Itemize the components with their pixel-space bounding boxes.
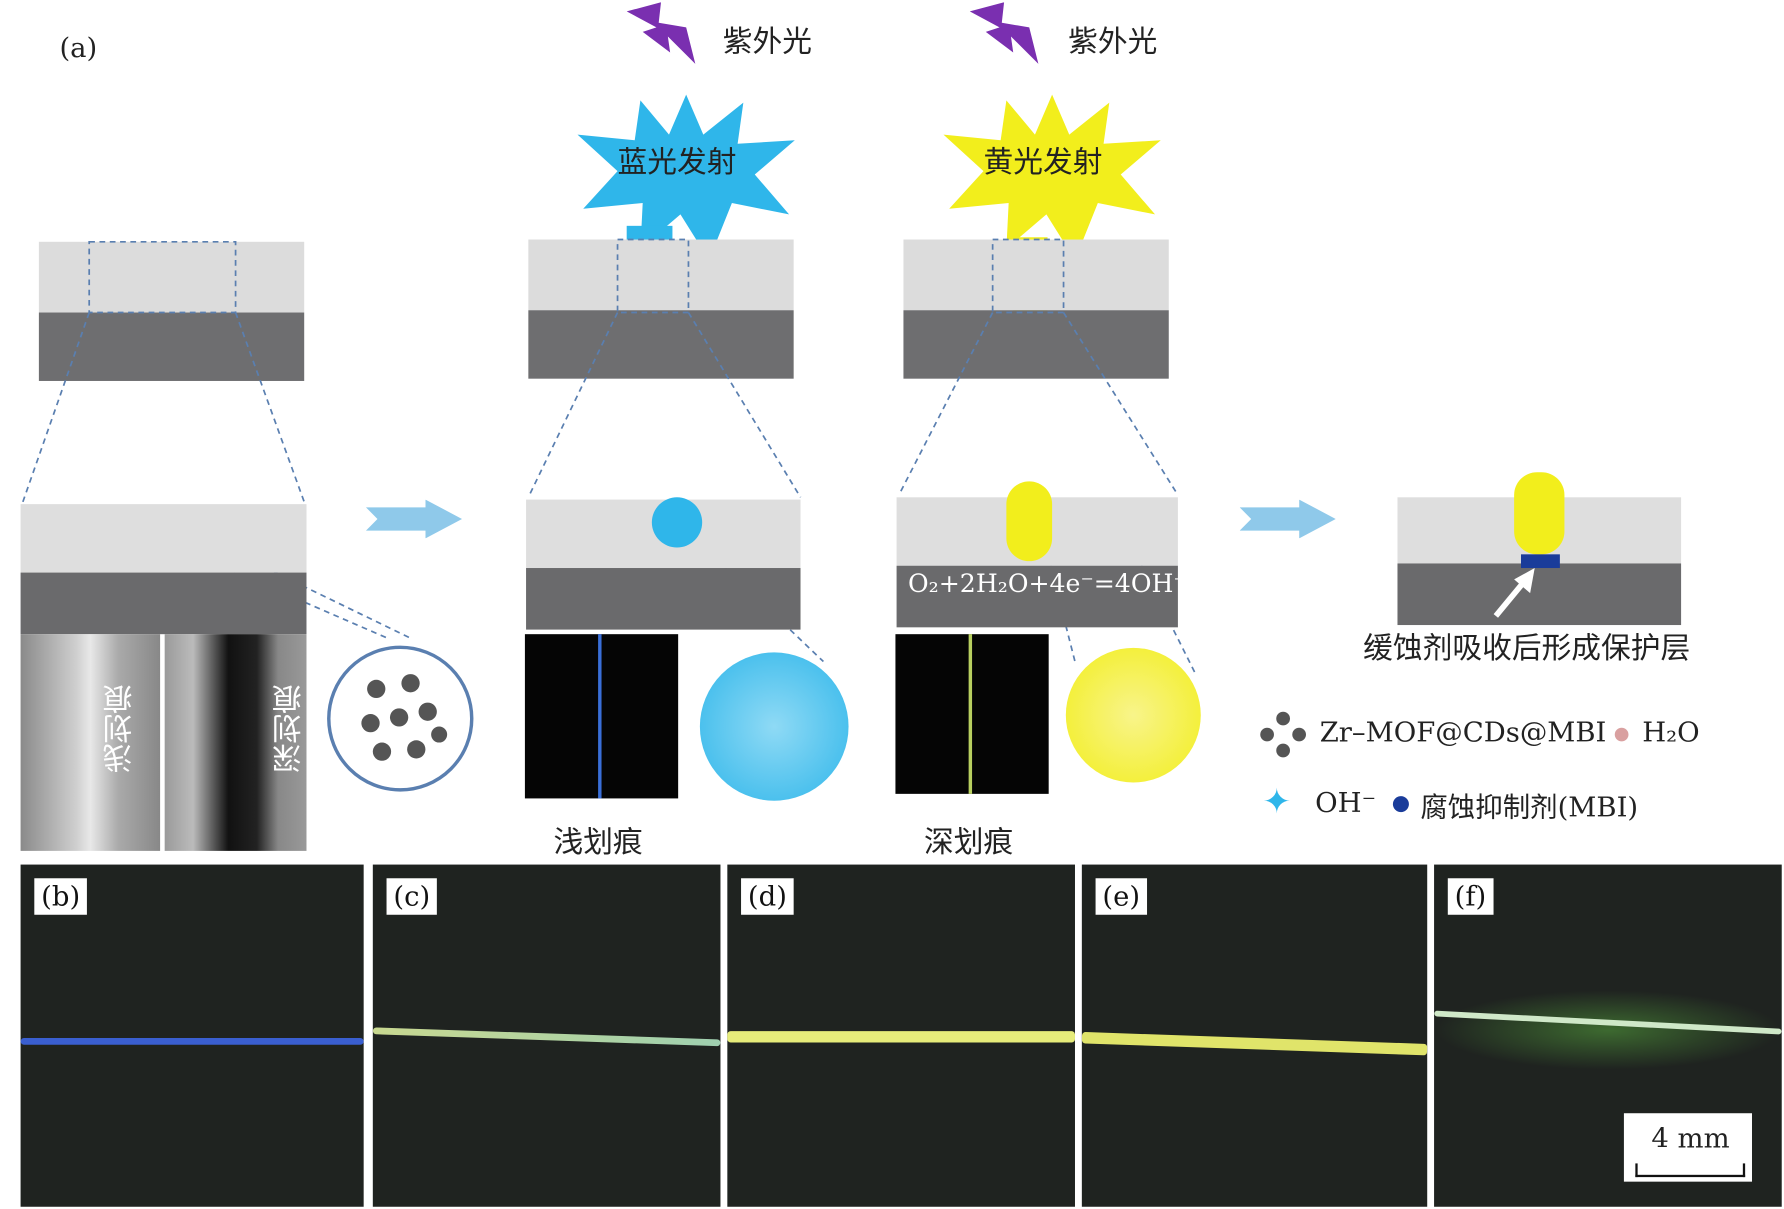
legend-mof: Zr–MOF@CDs@MBI: [1319, 716, 1607, 749]
panel-label: (f): [1447, 878, 1494, 915]
coating-block: [38, 241, 305, 313]
yellow-glow-spot: [1006, 481, 1053, 562]
shallow-scratch-vertical-label: 浅划痕: [102, 684, 138, 774]
coating-layer: [20, 504, 307, 573]
hydroxide-legend-icon: ✦: [1262, 782, 1292, 823]
metal-layer: [896, 565, 1178, 628]
mof-particle-zoom: [327, 645, 474, 792]
coating-block: [528, 239, 794, 311]
scratch-streak: [1081, 1031, 1428, 1056]
metal-layer: [526, 568, 801, 630]
inhibitor-legend-icon: [1392, 796, 1409, 813]
uv-bolt-icon: [969, 2, 1039, 64]
deep-scratch-fluorescence-photo: [895, 634, 1049, 794]
scratch-streak: [20, 1037, 364, 1045]
uv-bolt-icon: [626, 2, 696, 64]
blue-glow-spot: [651, 497, 703, 548]
yellow-emission-label: 黄光发射: [983, 145, 1103, 181]
reaction-equation: O₂+2H₂O+4e⁻=4OH⁻: [908, 570, 1187, 599]
panel-label: (d): [741, 878, 794, 915]
scale-bar-label: 4 mm: [1651, 1122, 1730, 1155]
protective-layer: [1520, 554, 1560, 569]
legend-water: H₂O: [1642, 716, 1700, 749]
shallow-scratch-caption: 浅划痕: [553, 825, 643, 861]
blue-emission-label: 蓝光发射: [617, 145, 737, 181]
panel-label: (e): [1095, 878, 1147, 915]
uv-light-label-2: 紫外光: [1068, 25, 1158, 60]
yellow-glow-spot: [1514, 472, 1565, 555]
water-legend-icon: [1614, 727, 1629, 742]
scratch-streak: [372, 1027, 721, 1047]
scratch-streak: [727, 1031, 1075, 1043]
metal-layer: [20, 572, 307, 635]
panel-label: (c): [386, 878, 438, 915]
deep-scratch-vertical-label: 深划痕: [272, 684, 307, 774]
scale-bar: [1635, 1163, 1746, 1178]
deep-scratch-photo: [164, 634, 307, 851]
substrate-block: [903, 310, 1169, 379]
panel-c: (c): [372, 864, 721, 1207]
uv-light-label-1: 紫外光: [722, 25, 812, 60]
panel-b: (b): [20, 864, 364, 1207]
scale-bar-box: 4 mm: [1623, 1113, 1752, 1182]
white-arrow-icon: [1493, 568, 1535, 618]
protective-layer-caption: 缓蚀剂吸收后形成保护层: [1363, 631, 1691, 667]
substrate-block: [528, 310, 794, 379]
panel-label: (b): [34, 878, 88, 915]
shallow-scratch-fluorescence-photo: [524, 634, 679, 799]
yellow-zoom-circle: [1065, 647, 1201, 783]
panel-d: (d): [727, 864, 1075, 1207]
deep-scratch-caption: 深划痕: [924, 825, 1014, 861]
legend-inhibitor: 腐蚀抑制剂(MBI): [1420, 791, 1639, 824]
substrate-block: [38, 312, 305, 381]
metal-layer: [1397, 563, 1682, 626]
panel-f: (f) 4 mm: [1434, 864, 1782, 1207]
legend-hydroxide: OH⁻: [1315, 787, 1377, 819]
mof-legend-icon: [1260, 711, 1306, 758]
coating-block: [903, 239, 1169, 311]
shallow-scratch-photo: [20, 634, 161, 851]
blue-zoom-circle: [699, 652, 849, 801]
panel-a-label: (a): [59, 31, 98, 64]
panel-e: (e): [1081, 864, 1428, 1207]
